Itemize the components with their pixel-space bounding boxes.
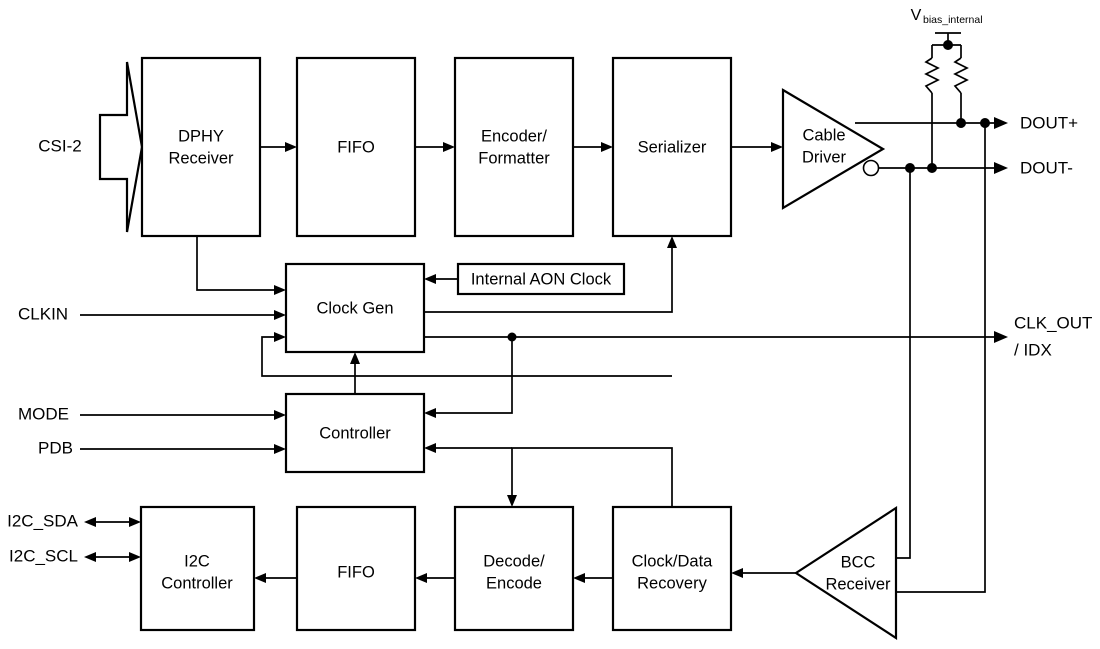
arrowhead-i2c-scl-left: [84, 552, 96, 562]
block-label-cable-driver-line1: Cable: [802, 126, 845, 144]
block-label-controller: Controller: [319, 424, 391, 442]
arrowhead-i2c-sda-left: [84, 517, 96, 527]
block-label-serializer: Serializer: [638, 138, 707, 156]
csi2-bus-arrow-icon: [98, 61, 144, 233]
vbias-base-text: V: [911, 7, 922, 24]
arrowhead-dphy-to-fifo: [285, 142, 297, 152]
arrowhead-fiforx-to-i2c: [254, 573, 266, 583]
arrowhead-clkin-to-clockgen: [274, 310, 286, 320]
arrowhead-serializer-to-cabledriver: [771, 142, 783, 152]
signal-label-mode: MODE: [18, 404, 69, 423]
block-bcc-receiver[interactable]: BCC Receiver: [793, 505, 898, 641]
arrowhead-dphy-to-clockgen: [274, 285, 286, 295]
signal-label-csi2: CSI-2: [38, 136, 81, 155]
block-fifo-rx[interactable]: FIFO: [295, 505, 417, 632]
arrowhead-controller-to-clockgen: [350, 352, 360, 364]
signal-label-i2c-scl: I2C_SCL: [9, 546, 78, 565]
wire-clkout-branch-to-controller: [432, 337, 513, 414]
block-label-clock-gen: Clock Gen: [316, 299, 393, 317]
block-label-i2c-line1: I2C: [184, 552, 210, 570]
block-label-cdr-line1: Clock/Data: [632, 552, 714, 570]
block-controller[interactable]: Controller: [284, 392, 426, 474]
vbias-subscript-text: bias_internal: [923, 14, 983, 26]
arrowhead-cdr-to-decode-horiz: [573, 573, 585, 583]
block-internal-aon-clock[interactable]: Internal AON Clock: [456, 262, 626, 296]
block-clock-data-recovery[interactable]: Clock/Data Recovery: [611, 505, 733, 632]
block-layer: DPHY Receiver FIFO Encoder/ Formatter Se…: [139, 56, 898, 641]
arrowhead-decode-to-fiforx: [415, 573, 427, 583]
block-label-bcc-line1: BCC: [841, 553, 876, 571]
arrowhead-mode-to-controller: [274, 410, 286, 420]
junction-doutplus-resistor: [956, 118, 966, 128]
arrowhead-cdr-to-decode: [507, 495, 517, 507]
block-i2c-controller[interactable]: I2C Controller: [139, 505, 256, 632]
junction-doutplus-feedback: [980, 118, 990, 128]
arrowhead-aon-to-clockgen: [424, 274, 436, 284]
block-clock-gen[interactable]: Clock Gen: [284, 262, 426, 354]
signal-label-pdb: PDB: [38, 438, 73, 457]
arrowhead-dout-plus: [994, 117, 1008, 129]
vbias-label: V bias_internal: [911, 7, 983, 26]
block-label-decode-line2: Encode: [486, 574, 542, 592]
signal-label-dout-minus: DOUT-: [1020, 158, 1073, 177]
block-fifo-tx[interactable]: FIFO: [295, 56, 417, 238]
block-label-cable-driver-line2: Driver: [802, 148, 847, 166]
signal-label-layer: CSI-2 CLKIN MODE PDB I2C_SDA I2C_SCL DOU…: [7, 7, 1092, 565]
signal-label-clkin: CLKIN: [18, 304, 68, 323]
arrowhead-i2c-scl-right: [129, 552, 141, 562]
block-label-encoder-line2: Formatter: [478, 149, 550, 167]
arrowhead-pdb-to-controller: [274, 444, 286, 454]
arrowhead-i2c-sda-right: [129, 517, 141, 527]
junction-doutminus-resistor: [927, 163, 937, 173]
block-label-decode-line1: Decode/: [483, 552, 545, 570]
resistor-right-icon: [953, 57, 969, 94]
arrowhead-clockgen-to-serializer: [667, 236, 677, 248]
signal-label-i2c-sda: I2C_SDA: [7, 511, 79, 530]
signal-label-clk-out: CLK_OUT: [1014, 313, 1092, 332]
wire-doutminus-to-bcc: [896, 168, 911, 559]
arrowhead-fifo-to-encoder: [443, 142, 455, 152]
wire-cdr-to-decode: [511, 447, 673, 507]
block-label-cdr-line2: Recovery: [637, 574, 707, 592]
wire-feedback-to-clockgen: [261, 336, 672, 377]
block-decode-encode[interactable]: Decode/ Encode: [453, 505, 575, 632]
block-label-encoder-line1: Encoder/: [481, 127, 547, 145]
block-dphy-receiver[interactable]: DPHY Receiver: [140, 56, 262, 238]
arrowhead-bcc-to-cdr: [731, 568, 743, 578]
wire-clockgen-to-serializer: [424, 244, 673, 313]
wire-dphy-to-clockgen: [196, 236, 278, 291]
block-label-dphy-line1: DPHY: [178, 127, 224, 145]
block-serializer[interactable]: Serializer: [611, 56, 733, 238]
block-label-fifo-rx: FIFO: [337, 563, 375, 581]
wire-layer: [80, 32, 1008, 593]
wire-doutplus-to-bcc: [896, 123, 986, 593]
signal-label-dout-plus: DOUT+: [1020, 113, 1078, 132]
arrowhead-clkout: [994, 331, 1008, 343]
resistor-left-icon: [924, 57, 940, 94]
junction-doutminus-feedback: [905, 163, 915, 173]
block-label-bcc-line2: Receiver: [825, 575, 891, 593]
arrowhead-feedback-to-clockgen: [274, 332, 286, 342]
block-cable-driver[interactable]: Cable Driver: [781, 88, 886, 210]
block-label-internal-aon: Internal AON Clock: [471, 270, 612, 288]
inverting-output-bubble-icon: [862, 159, 880, 177]
arrowhead-branch-to-controller-lower: [424, 443, 436, 453]
block-label-fifo-tx: FIFO: [337, 138, 375, 156]
arrowhead-encoder-to-serializer: [601, 142, 613, 152]
block-encoder-formatter[interactable]: Encoder/ Formatter: [453, 56, 575, 238]
block-label-dphy-line2: Receiver: [168, 149, 234, 167]
arrowhead-dout-minus: [994, 162, 1008, 174]
signal-label-clk-idx: / IDX: [1014, 340, 1052, 359]
arrowhead-clkout-branch-to-controller: [424, 408, 436, 418]
block-label-i2c-line2: Controller: [161, 574, 233, 592]
